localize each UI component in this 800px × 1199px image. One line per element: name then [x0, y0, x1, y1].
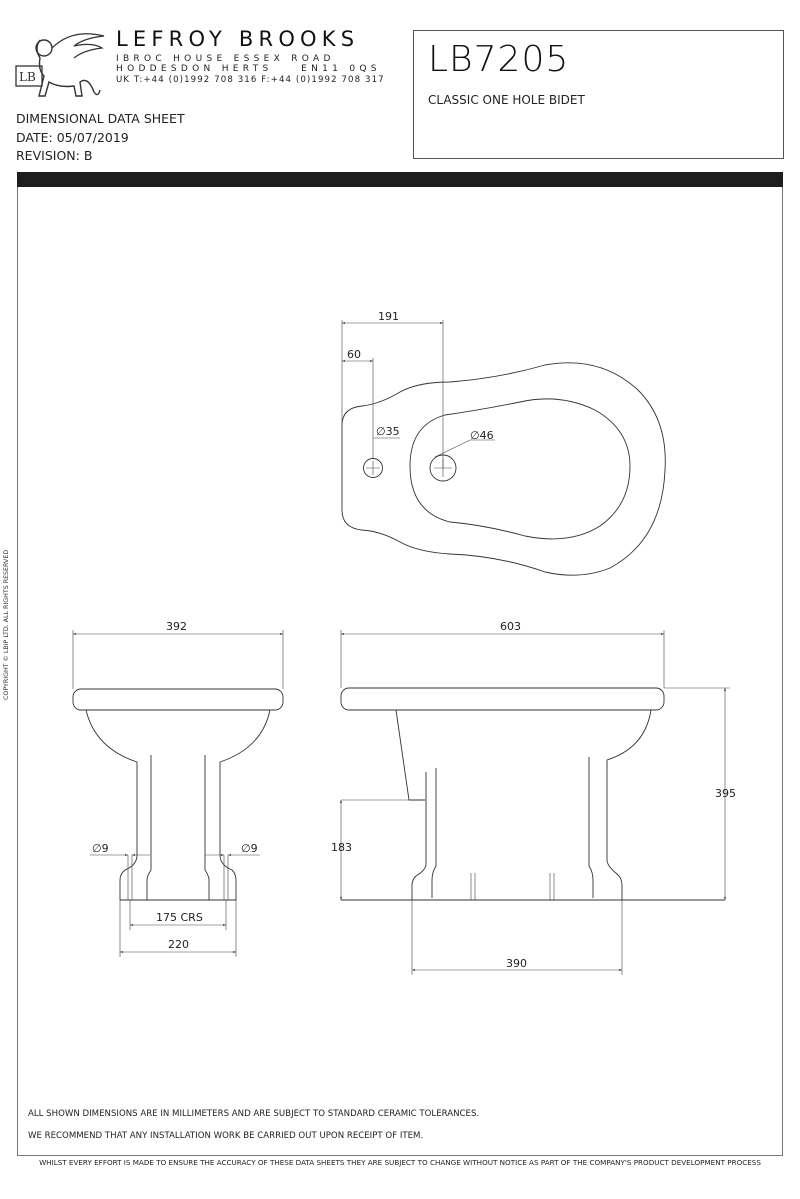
bidet-outline-outer — [341, 362, 666, 576]
dim-395: 395 — [715, 787, 736, 800]
header-divider-bar — [17, 172, 783, 187]
hole-35 — [363, 458, 383, 478]
dim-183: 183 — [331, 841, 352, 854]
product-name: CLASSIC ONE HOLE BIDET — [428, 93, 585, 107]
logo-monogram: LB — [19, 70, 36, 84]
note-installation: WE RECOMMEND THAT ANY INSTALLATION WORK … — [28, 1131, 424, 1141]
rim — [340, 687, 665, 711]
brand-name: LEFROY BROOKS — [116, 27, 360, 51]
lion-logo-icon: LB — [15, 33, 105, 97]
dim-hole-46: ∅46 — [470, 429, 494, 442]
dim-175-crs: 175 CRS — [156, 911, 203, 924]
front-view: 392 ∅9 ∅9 175 CRS 220 — [72, 620, 284, 957]
dim-191: 191 — [378, 310, 399, 323]
side-view: 603 395 183 390 — [331, 620, 736, 975]
sheet-date: DATE: 05/07/2019 — [16, 130, 129, 145]
sheet-type: DIMENSIONAL DATA SHEET — [16, 111, 185, 126]
dim-220: 220 — [168, 938, 189, 951]
rim — [72, 688, 284, 711]
address-line-1: IBROC HOUSE ESSEX ROAD — [116, 54, 335, 64]
top-view: 191 60 ∅35 ∅46 — [341, 310, 666, 576]
note-dimensions: ALL SHOWN DIMENSIONS ARE IN MILLIMETERS … — [28, 1109, 480, 1119]
product-code: LB7205 — [428, 39, 570, 80]
bidet-bowl-inner — [409, 398, 631, 540]
phone-line: UK T:+44 (0)1992 708 316 F:+44 (0)1992 7… — [116, 75, 385, 85]
product-box: LB7205 CLASSIC ONE HOLE BIDET — [413, 30, 784, 159]
address-line-2: HODDESDON HERTS EN11 0QS — [116, 64, 381, 74]
dim-bolt-left: ∅9 — [92, 842, 109, 855]
dim-bolt-right: ∅9 — [241, 842, 258, 855]
dim-390: 390 — [506, 957, 527, 970]
dim-603: 603 — [500, 620, 521, 633]
sheet-revision: REVISION: B — [16, 148, 93, 163]
disclaimer: WHILST EVERY EFFORT IS MADE TO ENSURE TH… — [39, 1158, 761, 1167]
dim-392: 392 — [166, 620, 187, 633]
dim-60: 60 — [347, 348, 361, 361]
dim-hole-35: ∅35 — [376, 425, 400, 438]
